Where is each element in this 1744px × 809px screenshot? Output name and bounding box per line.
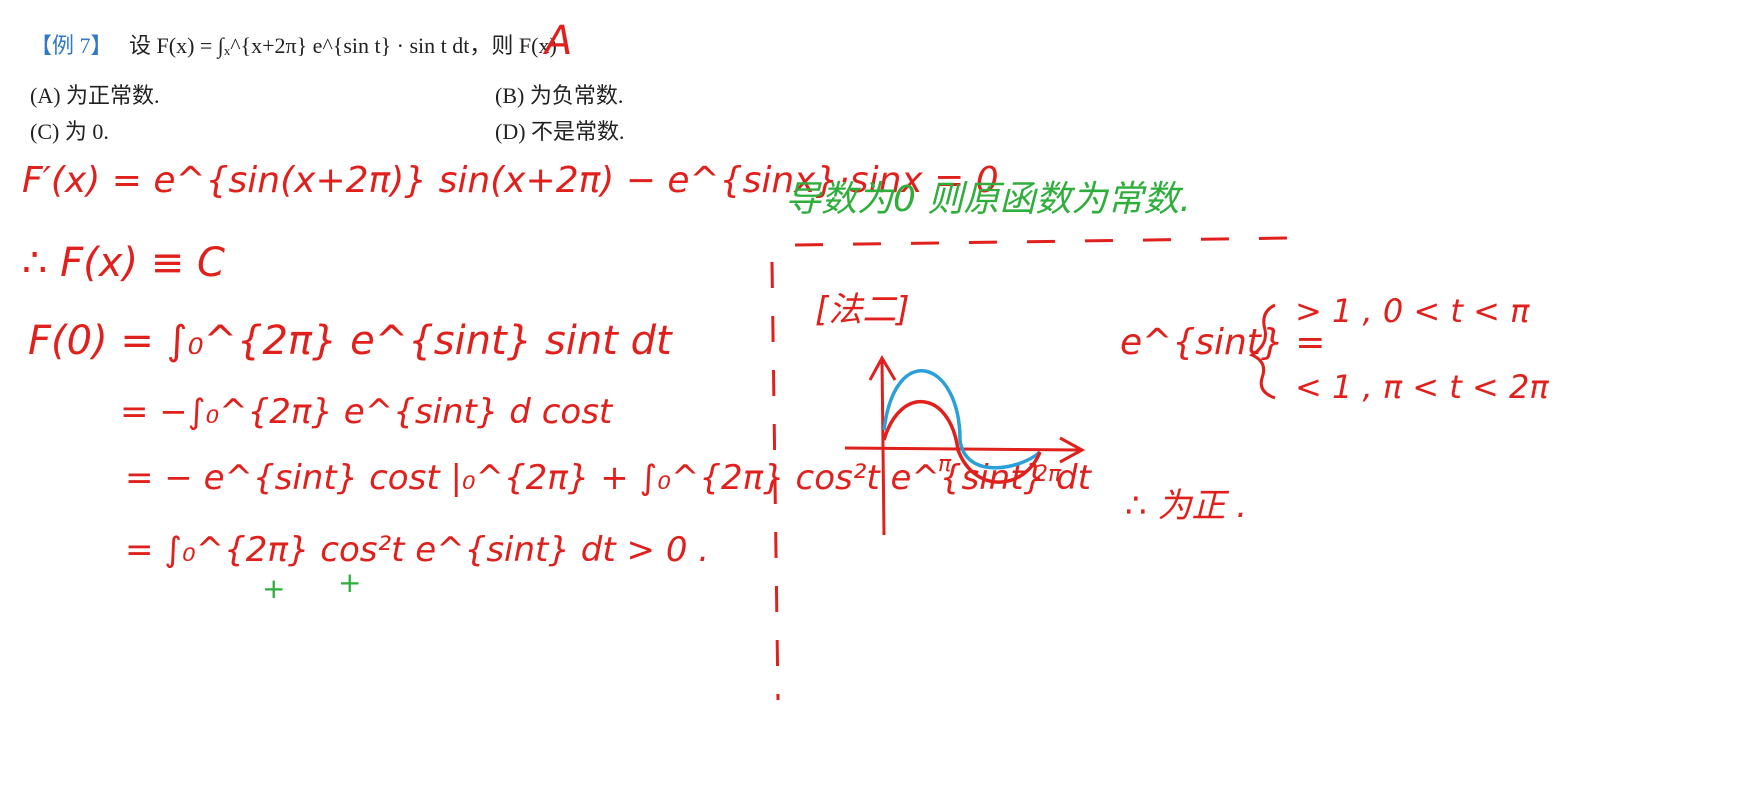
case-two: < 1 , π < t < 2π <box>1295 368 1549 406</box>
graph-y-axis <box>868 354 897 536</box>
positive-sign-2: + <box>338 566 362 599</box>
step-line-5: = − e^{sint} cost |₀^{2π} + ∫₀^{2π} cos²… <box>125 458 1091 498</box>
vertical-divider <box>770 261 780 701</box>
step-line-6: = ∫₀^{2π} cos²t e^{sint} dt > 0 . <box>125 530 710 570</box>
derivative-line: F′(x) = e^{sin(x+2π)} sin(x+2π) − e^{sin… <box>22 160 999 201</box>
graph-blue-curve <box>882 369 1042 470</box>
graph-red-curve <box>882 399 1042 484</box>
horizontal-divider <box>794 236 1291 247</box>
option-d: (D) 不是常数. <box>495 119 625 144</box>
constant-line: ∴ F(x) ≡ C <box>22 240 225 286</box>
option-b: (B) 为负常数. <box>495 83 624 108</box>
case-brace <box>1248 303 1276 400</box>
graph-label-pi: π <box>938 452 952 477</box>
case-one: > 1 , 0 < t < π <box>1295 292 1530 330</box>
case-lhs: e^{sint} = <box>1120 322 1326 363</box>
option-c: (C) 为 0. <box>30 119 109 144</box>
conclusion: ∴ 为正 . <box>1125 486 1248 526</box>
derivative-note: 导数为0 则原函数为常数. <box>785 179 1191 220</box>
method-two-label: [法二] <box>815 290 910 330</box>
example-tag: 【例 7】 <box>30 33 113 58</box>
step-line-4: = −∫₀^{2π} e^{sint} d cost <box>120 392 613 432</box>
f0-line: F(0) = ∫₀^{2π} e^{sint} sint dt <box>28 318 672 364</box>
question-header: 【例 7】 设 F(x) = ∫ₓ^{x+2π} e^{sin t} · sin… <box>30 28 557 60</box>
question-stem: 设 F(x) = ∫ₓ^{x+2π} e^{sin t} · sin t dt，… <box>129 33 557 58</box>
positive-sign-1: + <box>262 572 286 605</box>
graph-label-two-pi: 2π <box>1034 462 1062 487</box>
option-a: (A) 为正常数. <box>30 83 160 108</box>
handwritten-answer: A <box>545 18 573 64</box>
